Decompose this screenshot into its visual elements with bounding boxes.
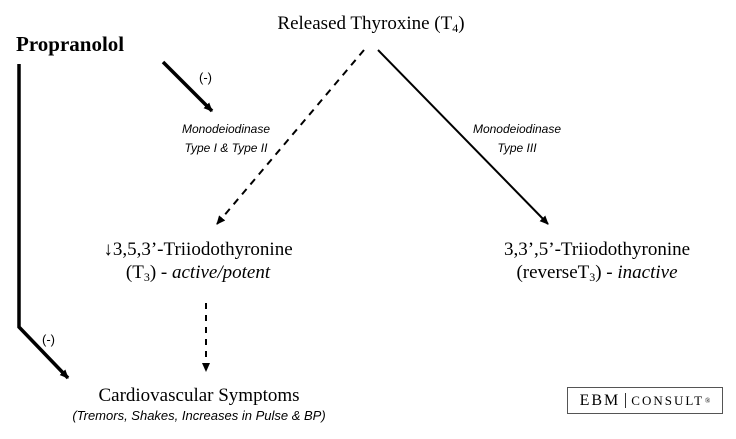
cardiovascular-symptoms-title: Cardiovascular Symptoms (98, 385, 300, 406)
released-thyroxine-text: Released Thyroxine (T (277, 13, 453, 34)
cardiovascular-symptoms-subtitle: (Tremors, Shakes, Increases in Pulse & B… (72, 408, 326, 423)
deiodinase-type-1-2-label: Monodeiodinase Type I & Type II (182, 120, 270, 158)
released-thyroxine-node: Released Thyroxine (T4) (277, 13, 464, 35)
deiodinase-1-2-line2: Type I & Type II (184, 141, 268, 155)
reverse-t3-subscript: 3 (589, 270, 596, 284)
t3-line2-open: (T (125, 262, 144, 283)
inhibition-label-1: (-) (199, 70, 212, 85)
deiodinase-1-2-line1: Monodeiodinase (181, 122, 271, 136)
deiodinase-3-line2: Type III (497, 141, 537, 155)
t3-subscript: 3 (143, 270, 150, 284)
reverse-t3-node: 3,3’,5’-Triiodothyronine (reverseT3) - i… (504, 238, 690, 284)
inhibition-label-2: (-) (42, 332, 55, 347)
t3-activity: active/potent (171, 262, 271, 283)
reverse-t3-activity: inactive (617, 262, 678, 283)
propranolol-to-deiodinase-arrow (161, 60, 214, 113)
t3-line1: ↓3,5,3’-Triiodothyronine (103, 239, 293, 260)
t3-node: ↓3,5,3’-Triiodothyronine (T3) - active/p… (103, 238, 292, 284)
reverse-t3-line2-close: ) - (595, 262, 618, 283)
reverse-t3-line2-open: (reverseT (516, 262, 590, 283)
reverse-t3-line1: 3,3’,5’-Triiodothyronine (503, 239, 691, 260)
logo-ebm-text: EBM (579, 391, 621, 409)
deiodinase-3-line1: Monodeiodinase (472, 122, 562, 136)
propranolol-to-cardio-arrow (17, 64, 70, 380)
logo-consult-text: CONSULT (631, 392, 705, 408)
ebm-consult-logo: EBM CONSULT ® (567, 387, 723, 414)
t4-subscript: 4 (452, 21, 459, 35)
released-thyroxine-close: ) (458, 13, 465, 34)
logo-divider (625, 393, 627, 408)
propranolol-node: Propranolol (16, 32, 125, 56)
t3-line2: (T3) - active/potent (103, 261, 292, 284)
t3-line2-close: ) - (149, 262, 172, 283)
reverse-t3-line2: (reverseT3) - inactive (504, 261, 690, 284)
deiodinase-type-3-label: Monodeiodinase Type III (473, 120, 561, 158)
logo-registered-mark: ® (705, 396, 711, 405)
t4-to-reverse-t3-arrow (377, 49, 549, 225)
